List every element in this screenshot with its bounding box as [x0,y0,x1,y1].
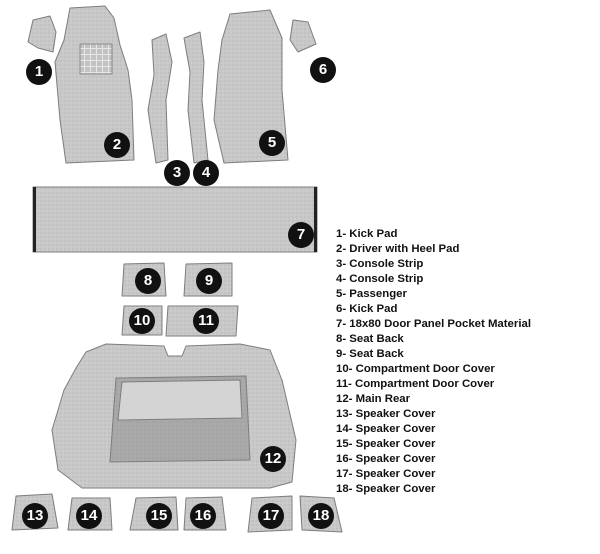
legend-item: 16- Speaker Cover [336,453,436,465]
piece-4-console-strip [183,31,209,164]
legend-item: 18- Speaker Cover [336,483,436,495]
legend-item: 17- Speaker Cover [336,468,436,480]
piece-7-pocket-material [32,186,318,253]
piece-3-console-strip [147,33,173,164]
piece-6-kick-pad [289,19,317,53]
legend-item: 8- Seat Back [336,333,404,345]
badge-3: 3 [164,160,190,186]
badge-15: 15 [146,503,172,529]
badge-12: 12 [260,446,286,472]
badge-1: 1 [26,59,52,85]
heel-pad [79,43,113,75]
badge-5: 5 [259,130,285,156]
badge-2: 2 [104,132,130,158]
legend-item: 14- Speaker Cover [336,423,436,435]
piece-2-driver [54,5,135,164]
badge-11: 11 [193,308,219,334]
legend-item: 6- Kick Pad [336,303,398,315]
legend-item: 12- Main Rear [336,393,411,405]
legend-item: 4- Console Strip [336,273,424,285]
badge-9: 9 [196,268,222,294]
badge-8: 8 [135,268,161,294]
piece-1-kick-pad [27,15,57,53]
legend-item: 5- Passenger [336,288,407,300]
badge-6: 6 [310,57,336,83]
legend-item: 3- Console Strip [336,258,424,270]
badge-17: 17 [258,503,284,529]
legend-item: 1- Kick Pad [336,228,398,240]
legend-item: 7- 18x80 Door Panel Pocket Material [336,318,531,330]
legend-item: 10- Compartment Door Cover [336,363,495,375]
legend-item: 9- Seat Back [336,348,404,360]
badge-16: 16 [190,503,216,529]
legend-item: 2- Driver with Heel Pad [336,243,460,255]
legend-item: 13- Speaker Cover [336,408,436,420]
badge-13: 13 [22,503,48,529]
badge-4: 4 [193,160,219,186]
legend-item: 15- Speaker Cover [336,438,436,450]
badge-18: 18 [308,503,334,529]
badge-7: 7 [288,222,314,248]
badge-10: 10 [129,308,155,334]
piece-5-passenger [213,9,289,164]
parts-legend: 1- Kick Pad 2- Driver with Heel Pad 3- C… [336,227,531,497]
legend-item: 11- Compartment Door Cover [336,378,495,390]
badge-14: 14 [76,503,102,529]
